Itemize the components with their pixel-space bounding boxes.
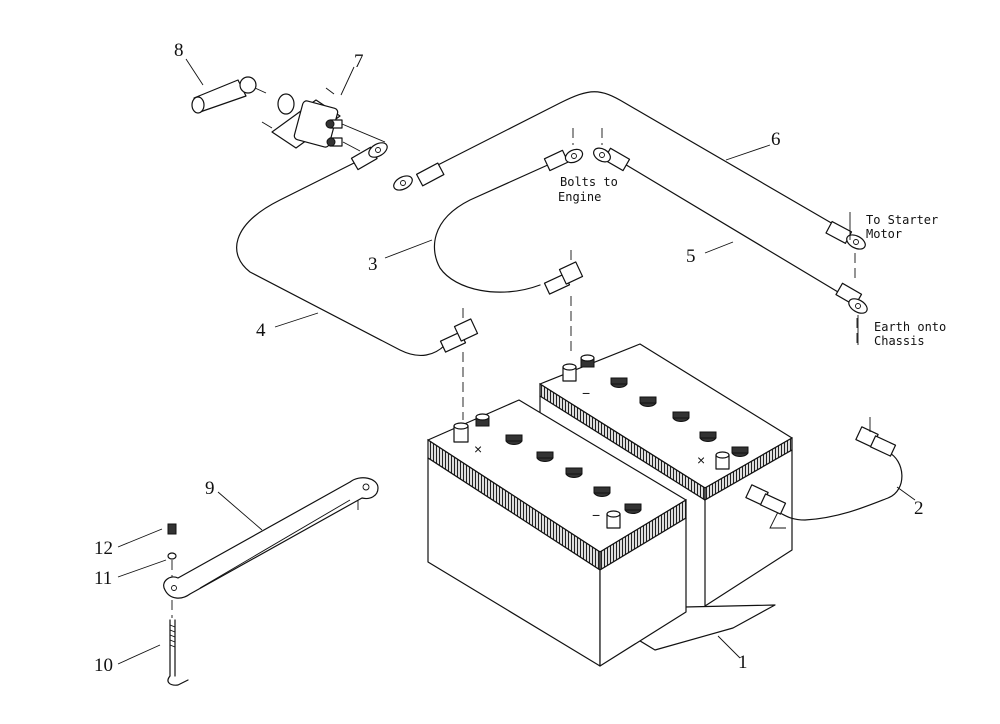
callout-7: 7 [354, 51, 364, 72]
explode-guide-lines [171, 128, 858, 618]
cable-3 [433, 148, 584, 295]
front-vent-caps [505, 434, 642, 514]
callout-10: 10 [94, 655, 113, 676]
callout-5: 5 [686, 246, 696, 267]
cable-4 [236, 142, 479, 357]
battery-front: × − [427, 399, 687, 667]
link-cable-clamp-bottom [745, 484, 787, 515]
battery-clamp-bar [163, 477, 379, 599]
link-cable [745, 417, 903, 529]
callout-4: 4 [256, 320, 266, 341]
hold-down-rod [167, 619, 189, 686]
rear-terminal-posts [562, 354, 730, 470]
link-cable-clamp-top [855, 426, 897, 457]
front-terminal-posts [453, 413, 621, 529]
rear-vent-caps [610, 377, 749, 457]
cable-6 [393, 91, 866, 250]
note-earth-line1: Earth onto [874, 320, 946, 334]
callout-8: 8 [174, 40, 184, 61]
callout-12: 12 [94, 538, 113, 559]
note-starter-line1: To Starter [866, 213, 938, 227]
callout-11: 11 [94, 568, 112, 589]
starter-solenoid [261, 87, 386, 152]
callout-1: 1 [738, 652, 748, 673]
note-bolts-line2: Engine [558, 190, 601, 204]
callout-3: 3 [368, 254, 378, 275]
front-negative-mark: − [592, 507, 600, 523]
rear-positive-mark: × [697, 452, 705, 468]
battery-tray [621, 604, 776, 651]
cable-5 [593, 147, 868, 314]
note-earth-line2: Chassis [874, 334, 925, 348]
callout-leader-lines [117, 58, 916, 665]
front-positive-mark: × [474, 441, 482, 457]
terminal-boot [191, 76, 267, 114]
note-starter-line2: Motor [866, 227, 902, 241]
rear-negative-mark: − [582, 385, 590, 401]
note-bolts-line1: Bolts to [560, 175, 618, 189]
callout-2: 2 [914, 498, 924, 519]
battery-rear: − × [539, 343, 793, 607]
callout-6: 6 [771, 129, 781, 150]
washer [167, 552, 177, 560]
nut [167, 523, 177, 535]
callout-9: 9 [205, 478, 215, 499]
